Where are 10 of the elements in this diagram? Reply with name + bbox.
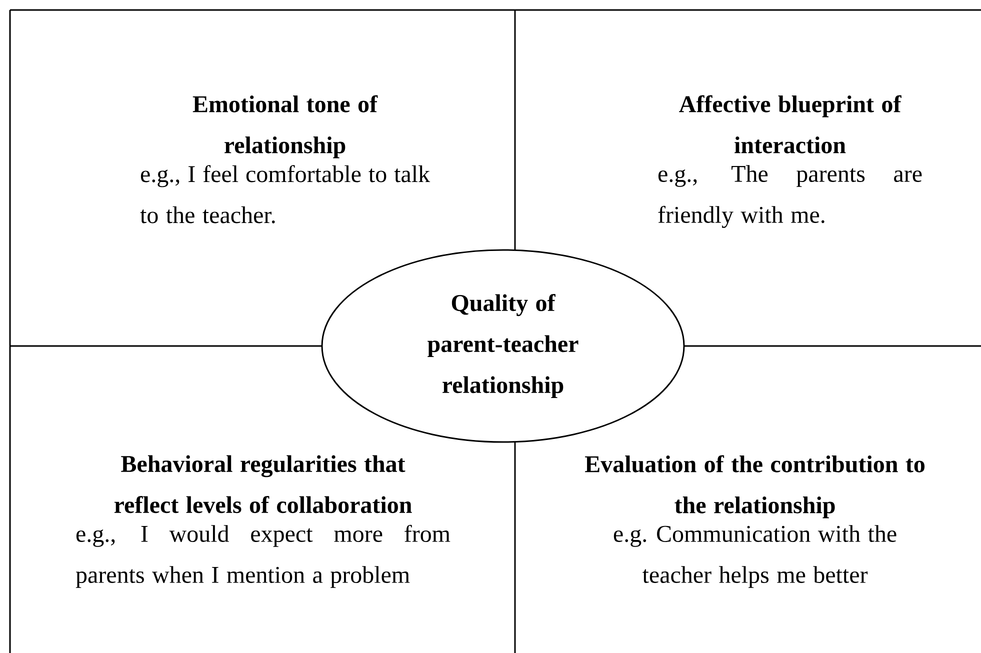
example-text: e.g., I feel comfortable to talk to the teacher. [140, 165, 430, 224]
heading: Affective blueprint of interaction [679, 95, 902, 154]
heading: Evaluation of the contribution to the relationship [585, 455, 924, 518]
ellipse [321, 249, 685, 443]
example-text: e.g., I would expect more from parents when I mention a problem [76, 524, 450, 588]
example-text: e.g., The parents are friendly with me. [658, 165, 922, 228]
heading: Behavioral regularities that reflect levels of collaboration [114, 455, 412, 514]
ellipse-label: Quality of parent-teacher relationship [428, 294, 578, 398]
heading: Emotional tone of relationship [192, 95, 378, 158]
example-text: e.g. Communication with the teacher helps me better [614, 525, 896, 588]
